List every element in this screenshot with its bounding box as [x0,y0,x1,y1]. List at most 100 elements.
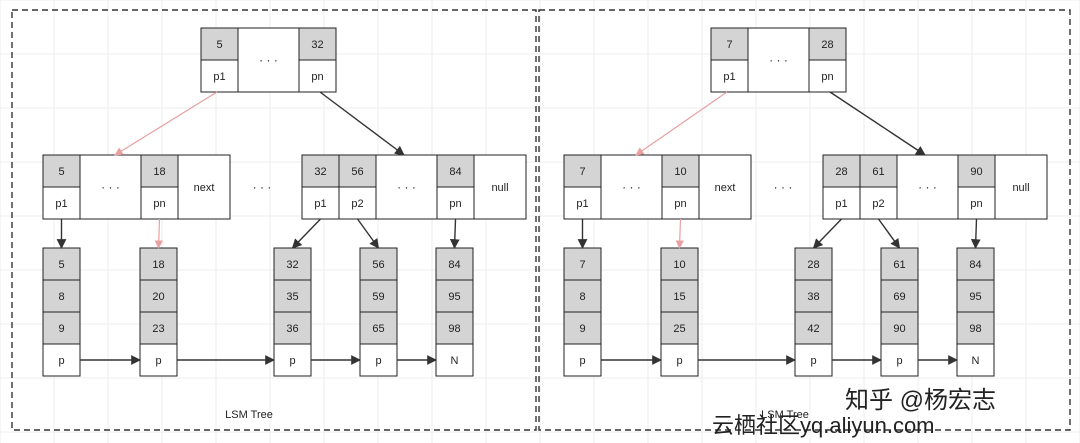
search-path-arrow [675,218,684,249]
leaf-key-label: 61 [893,259,905,271]
leaf-key-label: 98 [969,323,981,335]
watermark-line-1: 知乎 @杨宏志 [845,387,996,414]
leaf-key-label: 59 [372,291,384,303]
leaf-key-label: 98 [448,323,460,335]
internal-left-first-key-cell [42,154,81,188]
leaf-pointer-label: p [375,355,381,367]
leaf-key-label: 9 [58,323,64,335]
internal-left-first-key-label: 7 [579,166,585,178]
leaf-pointer-label: N [972,355,980,367]
root-first-key-cell [200,27,239,61]
internal-right-ellipsis-label: · · · [397,180,416,194]
leaf-pointer-label: N [451,355,459,367]
root-last-key-label: 32 [311,39,323,51]
internal-right-pointer-2-label: p2 [351,198,363,210]
internal-right-key-2-cell [338,154,377,188]
leaf-pointer-label: p [155,355,161,367]
leaf-key-label: 95 [969,291,981,303]
root-ellipsis-cell [747,27,810,93]
leaf-key-label: 23 [152,323,164,335]
leaf-key-label: 15 [673,291,685,303]
leaf-key-label: 95 [448,291,460,303]
leaf-key-cell [880,247,919,281]
internal-right-key-1-label: 28 [835,166,847,178]
internal-right-pointer-2-cell [338,186,377,220]
internal-right-pointer-3-cell [957,186,996,220]
leaf-pointer-cell [359,343,398,377]
leaf-key-label: 42 [807,323,819,335]
search-path-arrow [154,218,163,249]
leaf-key-cell [435,311,474,345]
internal-right-key-3-label: 84 [449,166,461,178]
root-first-pointer-cell [200,59,239,93]
internal-nodes-ellipsis: · · · [253,180,272,194]
pointer-arrow [970,218,981,249]
leaf-pointer-label: p [579,355,585,367]
internal-left-last-pointer-label: pn [674,198,686,210]
root-first-pointer-label: p1 [213,71,225,83]
leaf-pointer-label: p [896,355,902,367]
search-path-arrow [114,91,218,156]
internal-left-link-label: next [715,182,736,194]
leaf-key-label: 36 [286,323,298,335]
leaf-key-label: 8 [579,291,585,303]
leaf-key-cell [660,279,699,313]
internal-left-last-pointer-label: pn [153,198,165,210]
internal-right-key-2-cell [859,154,898,188]
leaf-key-label: 10 [673,259,685,271]
leaf-key-cell [139,279,178,313]
search-path-arrow [635,91,728,156]
leaf-node-5: 84 95 98N [435,247,474,377]
leaf-key-cell [435,247,474,281]
internal-left-ellipsis-cell [600,154,663,220]
leaf-key-cell [956,247,995,281]
leaf-key-label: 90 [893,323,905,335]
leaf-key-cell [273,279,312,313]
internal-right-key-1-label: 32 [314,166,326,178]
internal-left-ellipsis-label: · · · [622,180,641,194]
leaf-key-label: 38 [807,291,819,303]
root-last-pointer-cell [808,59,847,93]
internal-right-pointer-3-label: pn [970,198,982,210]
leaf-pointer-label: p [676,355,682,367]
internal-nodes-ellipsis: · · · [774,180,793,194]
leaf-pointer-cell [956,343,995,377]
leaf-key-cell [956,279,995,313]
watermark-line-2: 云栖社区yq.aliyun.com [712,413,935,438]
leaf-key-label: 84 [448,259,460,271]
internal-right-pointer-3-cell [436,186,475,220]
leaf-key-label: 18 [152,259,164,271]
root-first-key-label: 5 [216,39,222,51]
leaf-pointer-cell [880,343,919,377]
leaf-key-label: 9 [579,323,585,335]
internal-left-ellipsis-label: · · · [101,180,120,194]
root-ellipsis-label: · · · [259,53,278,67]
internal-right-pointer-2-cell [859,186,898,220]
arrows [577,91,981,365]
root-ellipsis-cell [237,27,300,93]
internal-right-ellipsis-label: · · · [918,180,937,194]
leaf-key-cell [359,247,398,281]
internal-left-first-pointer-cell [563,186,602,220]
leaf-key-cell [359,311,398,345]
watermark: 知乎 @杨宏志 云栖社区yq.aliyun.com [712,387,996,438]
leaf-key-cell [42,247,81,281]
leaf-key-label: 56 [372,259,384,271]
leaf-key-cell [563,247,602,281]
